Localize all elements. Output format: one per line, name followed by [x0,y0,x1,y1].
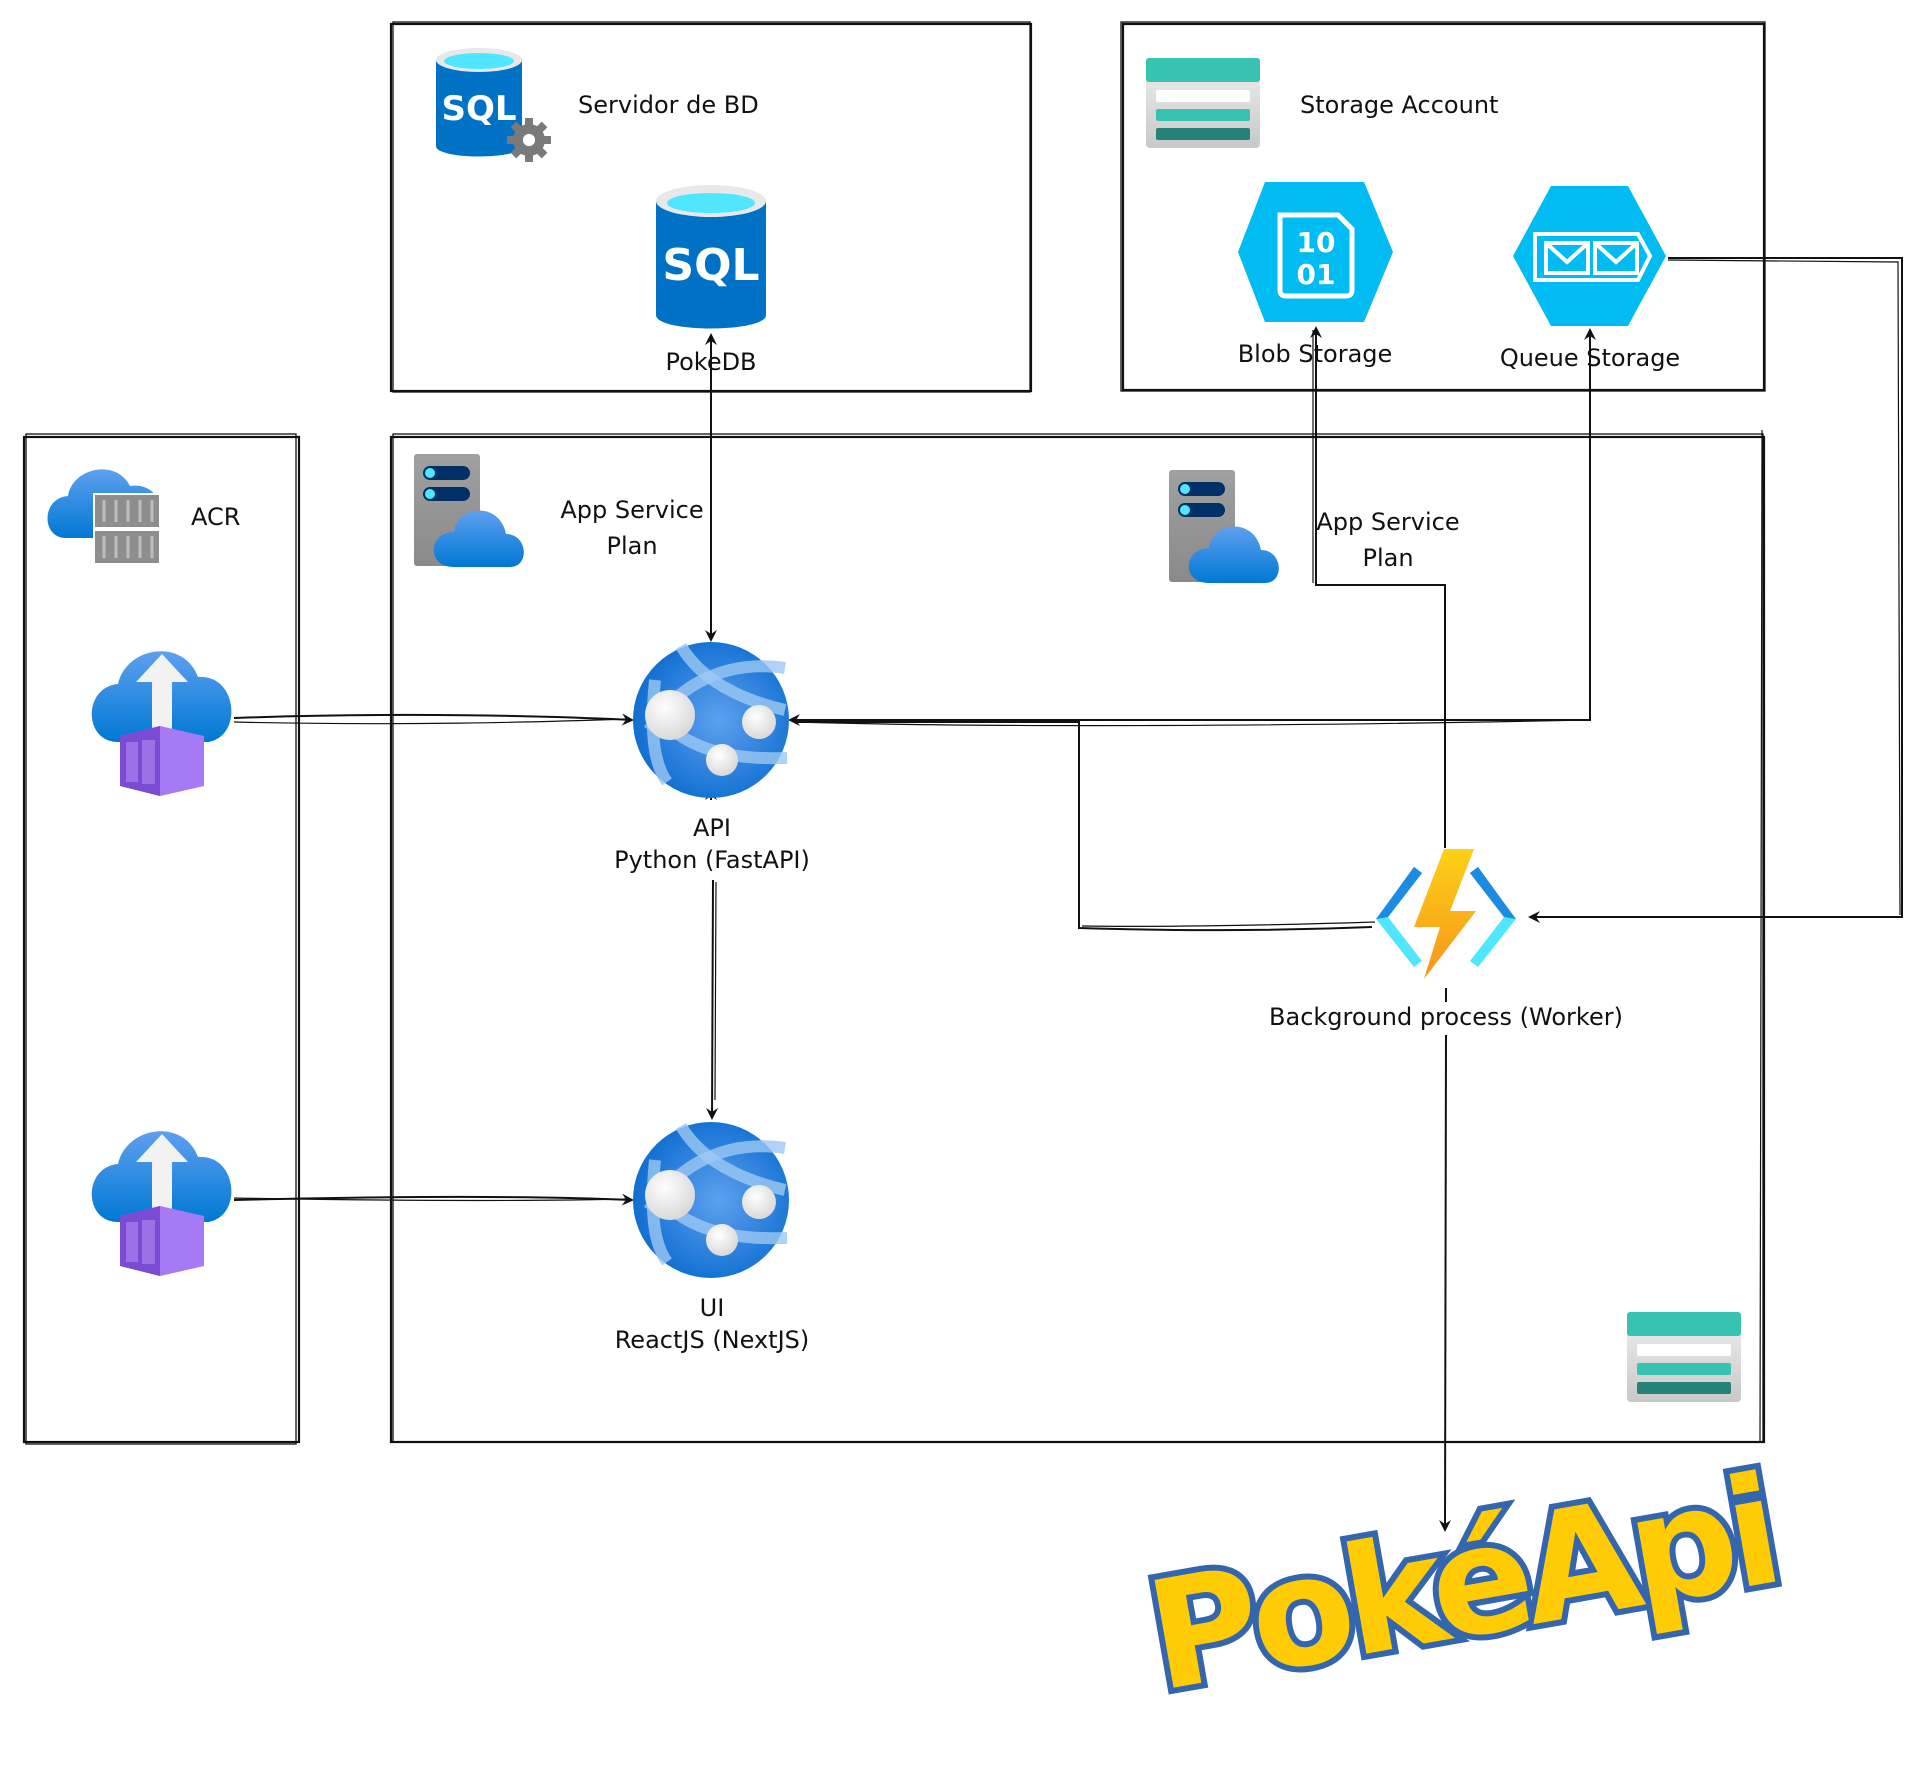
ui-label-2: ReactJS (NextJS) [615,1326,810,1354]
app-service-plan-web-label-1: App Service [560,496,703,524]
gear-icon [507,118,551,162]
storage-account-icon [1146,58,1260,148]
app-service-plan-web-icon [414,454,524,567]
api-web-app-icon[interactable] [633,642,789,798]
queue-storage-icon [1513,186,1666,326]
app-service-plan-worker-icon [1169,470,1279,583]
container-image-ui-icon [91,1131,232,1276]
connectors [233,257,1903,1532]
pokeapi-logo[interactable]: PokéApi [1130,1439,1792,1732]
blob-icon-binary-2: 01 [1297,258,1336,291]
azure-function-icon[interactable] [1376,849,1516,979]
pokedb-label: PokeDB [665,348,756,376]
acr-group [22,433,301,1445]
sql-server-icon: SQL [436,48,551,162]
connector-worker-blob [1310,326,1446,848]
connector-worker-api [795,721,1373,932]
connector-api-ui [706,879,719,1120]
acr-label: ACR [191,503,240,531]
acr-registry-icon [47,469,161,565]
api-label-2: Python (FastAPI) [614,846,810,874]
queue-storage-label: Queue Storage [1500,344,1680,372]
pokeapi-logo-text: PokéApi [1136,1445,1786,1726]
blob-storage-icon: 10 01 [1238,182,1393,322]
sql-server-icon-text: SQL [441,89,516,129]
app-service-plan-web-label-2: Plan [606,532,657,560]
app-service-plan-worker-label-2: Plan [1362,544,1413,572]
storage-icon-secondary [1627,1312,1741,1402]
ui-label-1: UI [700,1294,725,1322]
app-service-plan-worker-label-1: App Service [1316,508,1459,536]
db-server-label: Servidor de BD [578,91,759,119]
worker-label: Background process (Worker) [1269,1003,1623,1031]
api-label-1: API [693,814,731,842]
connector-api-queue [788,328,1596,726]
connector-acr-api [233,713,634,726]
app-service-plan-group [389,433,1766,1444]
pokedb-sql-icon: SQL [656,185,766,329]
storage-account-label: Storage Account [1300,91,1498,119]
blob-storage-label: Blob Storage [1238,340,1393,368]
pokedb-icon-text: SQL [662,240,759,291]
ui-web-app-icon[interactable] [633,1122,789,1278]
container-image-api-icon [91,651,232,796]
blob-icon-binary-1: 10 [1297,226,1336,259]
connector-queue-worker [1528,257,1903,923]
